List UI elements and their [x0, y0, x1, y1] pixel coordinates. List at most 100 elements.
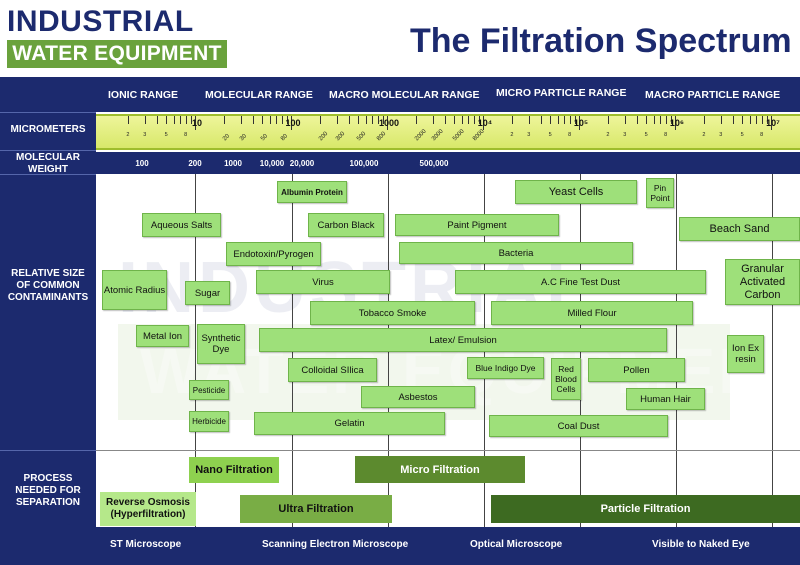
ruler-minor-label: 2 [126, 132, 130, 138]
ruler-oblique-label: 3000 [430, 128, 445, 143]
ruler-minor-tick [127, 116, 129, 124]
ruler-minor-tick [557, 116, 559, 124]
ruler-minor-tick [166, 116, 168, 124]
ruler-oblique-label: 800 [375, 130, 388, 143]
mw-100: 100 [135, 159, 149, 168]
process-micro-filtration: Micro Filtration [355, 456, 525, 483]
logo-bottom-text: WATER EQUIPMENT [7, 40, 227, 68]
ruler-minor-tick [144, 116, 146, 124]
row-label-molecular-weight: MOLECULAR WEIGHT [16, 152, 80, 175]
box-beach-sand: Beach Sand [679, 217, 800, 241]
ruler-minor-tick [624, 116, 626, 124]
ruler-major-tick [675, 116, 676, 130]
ruler-major-tick [483, 116, 484, 130]
box-coal-dust: Coal Dust [489, 415, 668, 437]
ruler-minor-tick [372, 116, 374, 124]
ruler-minor-label: 8 [568, 132, 572, 138]
ruler-minor-tick [732, 116, 734, 124]
ruler-minor-tick [262, 116, 264, 124]
ruler-minor-tick [528, 116, 530, 124]
grid-line [195, 174, 196, 527]
ruler-minor-tick [569, 116, 571, 124]
page-title: The Filtration Spectrum [410, 22, 792, 60]
grid-line [676, 174, 677, 527]
box-ac-fine-test-dust: A.C Fine Test Dust [455, 270, 706, 294]
visibility-scanning-electron-microscope: Scanning Electron Microscope [262, 539, 409, 550]
box-tobacco-smoke: Tobacco Smoke [310, 301, 475, 325]
ruler-minor-label: 5 [548, 132, 552, 138]
ruler-minor-tick [636, 116, 638, 124]
ruler-minor-tick [180, 116, 182, 124]
ruler-major-tick [579, 116, 580, 130]
ruler-oblique-label: 300 [334, 130, 347, 143]
ruler-minor-tick [185, 116, 187, 124]
ruler-minor-tick [415, 116, 417, 124]
ruler-major-tick [195, 116, 196, 130]
box-granular-activated-carbon: Granular Activated Carbon [725, 259, 800, 305]
box-human-hair: Human Hair [626, 388, 705, 410]
box-atomic-radius: Atomic Radius [102, 270, 167, 310]
box-colloidal-silica: Colloidal SIlica [288, 358, 377, 382]
ruler-minor-tick [511, 116, 513, 124]
ruler-minor-tick [653, 116, 655, 124]
mw-20000: 20,000 [289, 159, 315, 168]
ruler-major-tick [771, 116, 772, 130]
box-pollen: Pollen [588, 358, 685, 382]
logo: INDUSTRIAL WATER EQUIPMENT [7, 6, 227, 68]
box-pesticide: Pesticide [189, 380, 229, 400]
range-macro-particle: MACRO PARTICLE RANGE [645, 89, 781, 101]
range-band [96, 80, 800, 112]
ruler-major-tick [387, 116, 388, 130]
ruler-oblique-label: 500 [356, 130, 368, 143]
ruler-minor-label: 3 [527, 132, 531, 138]
range-micro-particle: MICRO PARTICLE RANGE [496, 87, 627, 99]
ruler-minor-tick [336, 116, 338, 124]
ruler-minor-tick [432, 116, 434, 124]
box-asbestos: Asbestos [361, 386, 475, 408]
molecular-weight-band [96, 152, 800, 174]
ruler-minor-label: 8 [664, 132, 668, 138]
box-blue-indigo-dye: Blue Indigo Dye [467, 357, 544, 379]
ruler-minor-label: 3 [623, 132, 627, 138]
ruler-oblique-label: 50 [260, 133, 270, 143]
ruler-major-label: 1000 [378, 118, 400, 128]
ruler-oblique-label: 80 [279, 133, 289, 143]
header-rule [0, 77, 800, 80]
ruler-minor-tick [444, 116, 446, 124]
ruler-minor-tick [756, 116, 758, 124]
ruler-minor-tick [190, 116, 192, 124]
ruler-minor-tick [377, 116, 379, 124]
box-pin-point: Pin Point [646, 178, 674, 208]
ruler-minor-tick [473, 116, 475, 124]
ruler-minor-label: 3 [719, 132, 723, 138]
box-synthetic-dye: Synthetic Dye [197, 324, 245, 364]
ruler-minor-label: 5 [164, 132, 168, 138]
ruler-minor-label: 3 [143, 132, 147, 138]
ruler-minor-label: 8 [760, 132, 764, 138]
ruler-minor-tick [665, 116, 667, 124]
ruler-minor-tick [540, 116, 542, 124]
box-sugar: Sugar [185, 281, 230, 305]
mw-200: 200 [188, 159, 202, 168]
ruler-minor-tick [269, 116, 271, 124]
row-label-micrometers: MICROMETERS [10, 124, 86, 135]
ruler-minor-tick [173, 116, 175, 124]
process-particle-filtration: Particle Filtration [491, 495, 800, 523]
ruler-minor-tick [240, 116, 242, 124]
ruler-oblique-label: 200 [317, 130, 330, 143]
ruler-minor-tick [703, 116, 705, 124]
range-molecular: MOLECULAR RANGE [205, 89, 313, 101]
mw-1000: 1000 [224, 159, 242, 168]
ruler-major-label: 10⁵ [573, 118, 589, 128]
ruler-oblique-label: 8000 [471, 128, 486, 143]
ruler-oblique-label: 20 [221, 133, 231, 143]
box-carbon-black: Carbon Black [308, 213, 384, 237]
ruler-minor-label: 2 [510, 132, 514, 138]
ruler-minor-tick [720, 116, 722, 124]
ruler-minor-tick [365, 116, 367, 124]
ruler-minor-tick [348, 116, 350, 124]
ruler-minor-tick [461, 116, 463, 124]
range-ionic: IONIC RANGE [108, 89, 179, 101]
ruler-minor-tick [761, 116, 763, 124]
ruler-minor-tick [607, 116, 609, 124]
